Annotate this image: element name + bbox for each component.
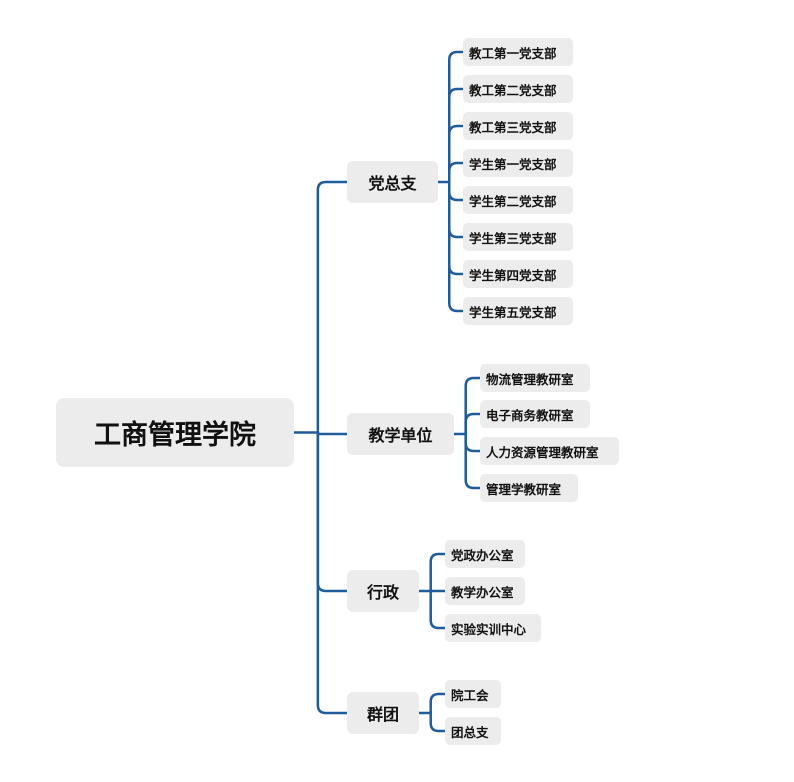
branch-connector-link <box>448 180 465 276</box>
leaf-node: 院工会 <box>445 680 501 708</box>
branch-connector-link <box>429 552 447 593</box>
leaf-node: 电子商务教研室 <box>480 400 590 428</box>
root-connector-link <box>316 180 349 434</box>
leaf-node: 人力资源管理教研室 <box>480 437 619 465</box>
root-connector-link <box>316 431 349 593</box>
leaf-node: 学生第五党支部 <box>463 297 573 325</box>
branch-connector-link <box>448 180 465 313</box>
branch-connector-link <box>429 589 447 630</box>
leaf-node: 物流管理教研室 <box>480 364 590 392</box>
leaf-node: 教学办公室 <box>445 577 525 605</box>
branch-connector-link <box>448 161 465 184</box>
branch-node-teaching: 教学单位 <box>347 413 454 455</box>
branch-connector-link <box>464 432 482 490</box>
leaf-node: 党政办公室 <box>445 540 525 568</box>
leaf-node: 学生第一党支部 <box>463 149 573 177</box>
leaf-node: 管理学教研室 <box>480 474 578 502</box>
branch-connector-link <box>448 180 465 202</box>
branch-connector-link <box>448 124 465 184</box>
branch-connector-link <box>464 432 482 453</box>
branch-connector-link <box>448 50 465 184</box>
branch-connector-link <box>448 180 465 239</box>
branch-node-admin: 行政 <box>347 570 419 612</box>
leaf-node: 实验实训中心 <box>445 614 541 642</box>
root-connector-link <box>316 431 349 436</box>
branch-connector-link <box>448 87 465 184</box>
leaf-node: 学生第三党支部 <box>463 223 573 251</box>
leaf-node: 教工第三党支部 <box>463 112 573 140</box>
root-node: 工商管理学院 <box>56 398 294 467</box>
leaf-node: 团总支 <box>445 717 501 745</box>
branch-node-party: 党总支 <box>347 161 438 203</box>
branch-connector-link <box>464 412 482 436</box>
branch-node-mass-org: 群团 <box>347 692 419 734</box>
leaf-node: 学生第二党支部 <box>463 186 573 214</box>
branch-connector-link <box>464 376 482 436</box>
branch-connector-link <box>429 711 447 733</box>
leaf-node: 教工第二党支部 <box>463 75 573 103</box>
root-connector-link <box>316 431 349 715</box>
leaf-node: 学生第四党支部 <box>463 260 573 288</box>
branch-connector-link <box>429 692 447 715</box>
leaf-node: 教工第一党支部 <box>463 38 573 66</box>
